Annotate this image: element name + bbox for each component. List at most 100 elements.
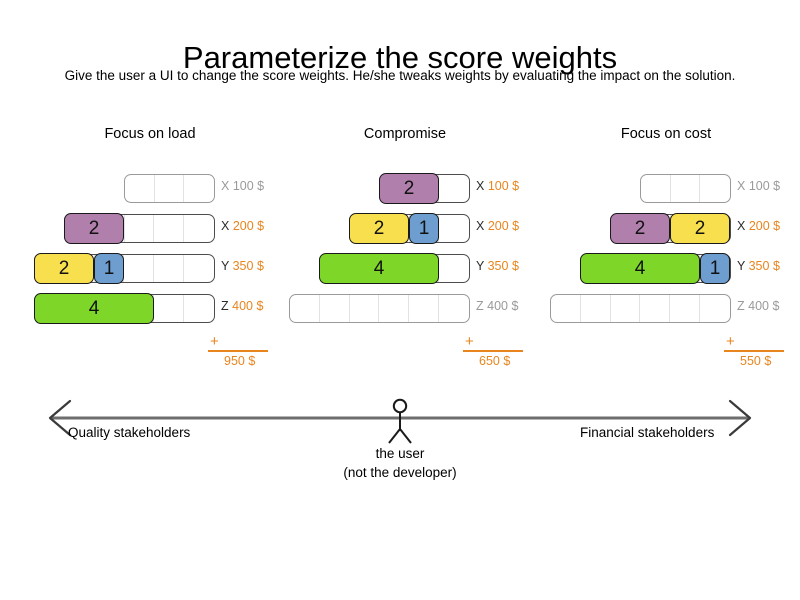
stick-figure-leg-right-icon [399,428,412,444]
weight-slider-unit-cell[interactable] [125,175,155,202]
weight-row-amount: 400 $ [487,299,519,313]
stick-figure-head-icon [392,398,408,414]
weight-slider-unit-cell[interactable] [184,175,214,202]
weight-slider-unit-cell[interactable] [154,255,185,282]
weight-row-letter: X [221,219,230,233]
weight-row-letter: Z [737,299,745,313]
weight-value-block[interactable]: 1 [409,213,439,244]
weight-slider-unit-cell[interactable] [611,295,641,322]
stakeholder-axis: Quality stakeholders Financial stakehold… [0,395,800,505]
total-cost-value: 950 $ [224,354,256,368]
weight-slider-unit-cell[interactable] [671,175,701,202]
weight-slider-unit-cell[interactable] [154,295,185,322]
page-subtitle: Give the user a UI to change the score w… [64,68,736,83]
weight-row-letter: Y [221,259,230,273]
weight-value-label: 4 [634,258,646,279]
user-caption-line-1: the user [375,446,425,461]
weight-slider-unit-cell[interactable] [124,255,155,282]
weight-slider-unit-cell[interactable] [409,295,440,322]
weight-value-label: 1 [103,258,115,279]
sum-rule-line [724,350,784,352]
total-cost-value: 650 $ [479,354,511,368]
weight-slider-unit-cell[interactable] [350,295,380,322]
weight-value-block[interactable]: 4 [580,253,700,284]
weight-row: Z 400 $ [275,292,535,324]
axis-arrowhead-right-icon [728,399,752,437]
weight-slider-unit-cell[interactable] [700,175,730,202]
weight-slider-unit-cell[interactable] [439,295,469,322]
user-caption-line-2: (not the developer) [343,465,457,480]
weight-row-amount: 200 $ [232,219,265,233]
weight-slider-unit-cell[interactable] [439,175,469,202]
weight-value-block[interactable]: 2 [670,213,730,244]
weight-slider-unit-cell[interactable] [379,295,410,322]
weight-value-block[interactable]: 2 [610,213,670,244]
weight-slider-unit-cell[interactable] [640,295,671,322]
weight-row-letter: X [476,179,485,193]
weight-slider-track[interactable] [124,174,215,203]
weight-slider-unit-cell[interactable] [95,215,125,242]
weight-row-amount: 200 $ [487,219,520,233]
weight-slider-unit-cell[interactable] [155,175,185,202]
weight-row: 2 X 200 $ [20,212,280,244]
weight-row-label: X 200 $ [476,219,519,233]
weight-slider-unit-cell[interactable] [700,295,730,322]
weight-value-label: 2 [694,218,706,239]
weight-slider-track[interactable] [550,294,731,323]
weight-value-block[interactable]: 2 [64,213,124,244]
weight-row-letter: X [737,179,746,193]
sum-plus-icon: + [210,333,219,350]
weight-row-letter: Z [221,299,229,313]
weight-slider-unit-cell[interactable] [439,255,469,282]
weight-row: X 100 $ [20,172,280,204]
weight-row-amount: 400 $ [232,299,264,313]
weight-row: 4 Y 350 $ [275,252,535,284]
weight-value-label: 4 [88,298,100,319]
weight-value-block[interactable]: 2 [349,213,409,244]
weight-slider-unit-cell[interactable] [184,255,214,282]
weight-value-block[interactable]: 1 [94,253,124,284]
weight-row: 2 2 X 200 $ [536,212,796,244]
weight-row-letter: X [476,219,485,233]
weight-row-letter: X [737,219,746,233]
weight-slider-track[interactable] [640,174,731,203]
weight-slider-unit-cell[interactable] [320,295,350,322]
weight-slider-unit-cell[interactable] [439,215,469,242]
weight-slider-unit-cell[interactable] [641,175,671,202]
weight-value-label: 4 [373,258,385,279]
weight-slider-unit-cell[interactable] [670,295,701,322]
axis-arrowhead-left-icon [48,399,72,437]
weight-slider-unit-cell[interactable] [290,295,320,322]
weight-slider-unit-cell[interactable] [184,215,214,242]
weight-value-label: 2 [634,218,646,239]
weight-slider-unit-cell[interactable] [154,215,185,242]
weight-row-amount: 100 $ [487,179,520,193]
weight-row-amount: 100 $ [232,179,265,193]
weight-value-block[interactable]: 4 [319,253,439,284]
weight-value-block[interactable]: 2 [34,253,94,284]
weight-row-amount: 400 $ [748,299,780,313]
weight-row-amount: 200 $ [748,219,781,233]
weight-value-block[interactable]: 4 [34,293,154,324]
weight-value-block[interactable]: 2 [379,173,439,204]
weight-row-letter: X [221,179,230,193]
weight-row-amount: 100 $ [748,179,781,193]
weight-value-label: 2 [88,218,100,239]
weight-slider-unit-cell[interactable] [551,295,581,322]
weight-slider-unit-cell[interactable] [125,215,155,242]
weight-row-label: Y 350 $ [221,259,264,273]
weight-slider-track[interactable] [289,294,470,323]
weight-row-label: X 100 $ [476,179,519,193]
weight-row-letter: Y [737,259,746,273]
weight-row-label: Y 350 $ [476,259,519,273]
weight-slider-unit-cell[interactable] [184,295,214,322]
weight-row-amount: 350 $ [748,259,780,273]
weight-value-block[interactable]: 1 [700,253,730,284]
weight-slider-unit-cell[interactable] [581,295,611,322]
